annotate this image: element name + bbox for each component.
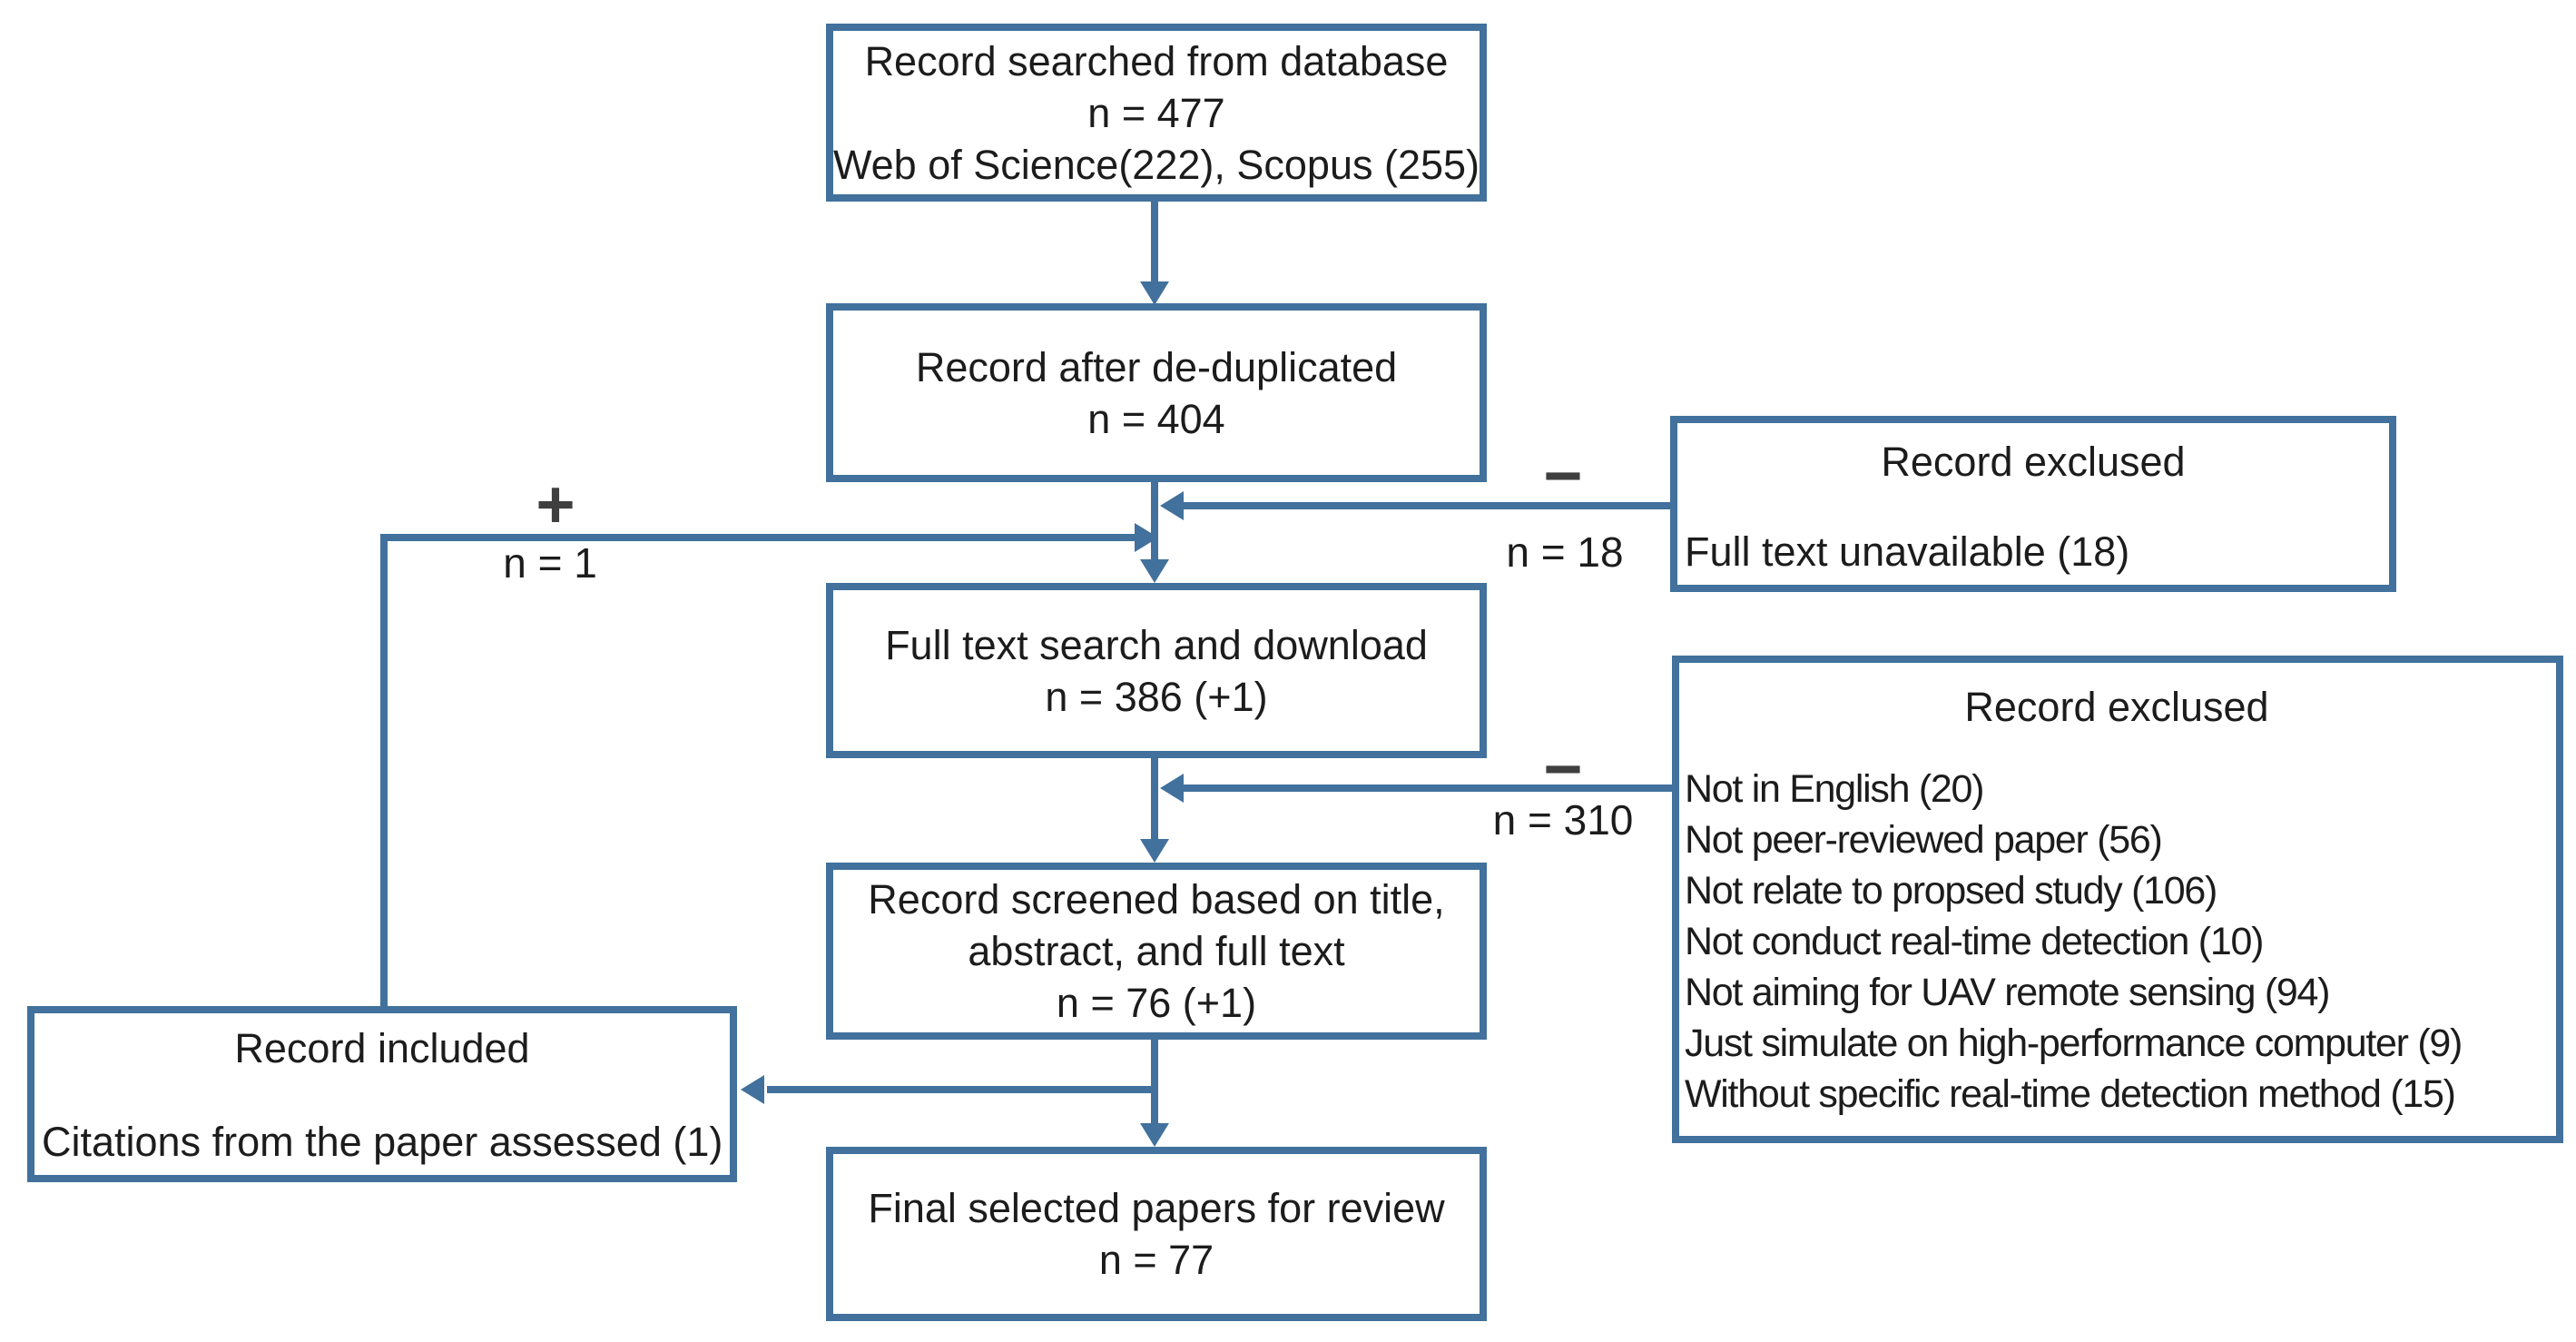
box-title: Record exclused xyxy=(1881,439,2186,485)
arrow-screened-to-final xyxy=(1140,1040,1169,1147)
exclusion-item: Not aiming for UAV remote sensing (94) xyxy=(1685,971,2330,1014)
exclusion-item: Just simulate on high-performance comput… xyxy=(1685,1021,2463,1065)
exclusion-item: Not in English (20) xyxy=(1685,767,1985,811)
flow-box-deduplicated: Record after de-duplicated n = 404 xyxy=(826,303,1487,482)
arrow-included-loop xyxy=(380,523,1158,1006)
exclusion-items: Not in English (20) Not peer-reviewed pa… xyxy=(1685,764,2549,1120)
exclusion-item: Not relate to propsed study (106) xyxy=(1685,869,2217,913)
arrow-shaft xyxy=(380,534,1136,1006)
arrow-excluded-screening xyxy=(1160,774,1672,803)
box-title: Final selected papers for review xyxy=(868,1185,1445,1231)
arrow-head-right-icon xyxy=(1135,523,1158,552)
box-title: Record searched from database xyxy=(864,37,1449,84)
arrow-excluded-fulltext xyxy=(1160,491,1670,520)
flow-box-excluded-fulltext: Record exclused Full text unavailable (1… xyxy=(1670,416,2396,592)
flow-box-final: Final selected papers for review n = 77 xyxy=(826,1147,1487,1321)
flow-box-included: Record included Citations from the paper… xyxy=(27,1006,737,1182)
box-title: Record exclused xyxy=(1964,684,2269,730)
box-title: Record included xyxy=(234,1025,530,1071)
arrow-screened-to-included xyxy=(741,1075,1155,1104)
box-count: n = 386 (+1) xyxy=(1045,673,1268,720)
inclusion-item: Citations from the paper assessed (1) xyxy=(42,1119,723,1165)
exclusion-item: Not peer-reviewed paper (56) xyxy=(1685,818,2163,862)
arrow-head-left-icon xyxy=(1160,774,1184,803)
plus-count-label: n = 1 xyxy=(503,539,597,587)
arrow-head-down-icon xyxy=(1140,1123,1169,1147)
flow-box-excluded-screening: Record exclused Not in English (20) Not … xyxy=(1672,656,2563,1143)
minus-sign-bottom-icon: − xyxy=(1543,731,1583,806)
box-count: n = 76 (+1) xyxy=(1056,980,1257,1026)
plus-sign-icon: + xyxy=(536,467,575,542)
flow-box-fulltext: Full text search and download n = 386 (+… xyxy=(826,583,1487,758)
box-count: n = 77 xyxy=(1098,1237,1214,1283)
exclusion-item: Full text unavailable (18) xyxy=(1685,528,2130,575)
arrow-fulltext-to-screened xyxy=(1140,758,1169,863)
exclusion-item: Not conduct real-time detection (10) xyxy=(1685,920,2264,963)
arrow-deduplicated-to-fulltext xyxy=(1140,482,1169,583)
box-title: Record after de-duplicated xyxy=(915,343,1398,390)
box-count: n = 477 xyxy=(1087,89,1225,136)
minus-sign-top-icon: − xyxy=(1543,438,1583,513)
arrow-head-down-icon xyxy=(1140,839,1169,863)
box-title: Record screened based on title, xyxy=(868,876,1445,923)
box-title: Full text search and download xyxy=(885,621,1428,668)
exclusion-item: Without specific real-time detection met… xyxy=(1685,1072,2456,1116)
box-count: n = 404 xyxy=(1087,395,1225,442)
arrow-head-down-icon xyxy=(1140,281,1169,305)
flow-box-searched: Record searched from database n = 477 We… xyxy=(826,24,1487,202)
minus-count-top-label: n = 18 xyxy=(1506,528,1624,576)
arrow-head-left-icon xyxy=(741,1075,764,1104)
minus-count-bottom-label: n = 310 xyxy=(1492,796,1634,844)
box-detail: Web of Science(222), Scopus (255) xyxy=(832,141,1480,188)
arrow-head-down-icon xyxy=(1140,559,1169,583)
box-title-2: abstract, and full text xyxy=(968,928,1345,974)
arrow-searched-to-deduplicated xyxy=(1140,202,1169,305)
arrow-head-left-icon xyxy=(1160,491,1184,520)
flow-box-screened: Record screened based on title, abstract… xyxy=(826,863,1487,1040)
